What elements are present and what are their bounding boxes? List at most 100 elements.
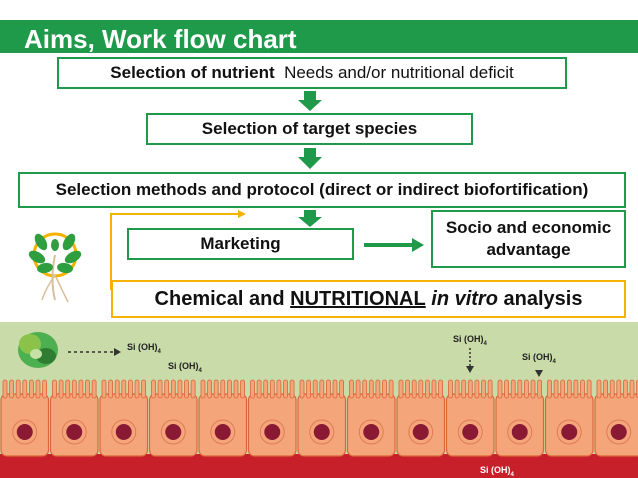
epithelial-cell xyxy=(49,379,99,457)
microvillus xyxy=(289,379,295,399)
microvillus xyxy=(603,379,608,399)
microvillus xyxy=(2,379,8,399)
cell-nucleus xyxy=(462,424,479,440)
si-oh4-label-3: Si (OH)4 xyxy=(453,334,488,347)
epithelial-cell xyxy=(297,379,347,457)
microvillus xyxy=(481,379,486,399)
microvillus xyxy=(151,379,156,399)
cell-nucleus xyxy=(115,424,132,440)
microvillus xyxy=(629,379,635,399)
microvillus xyxy=(431,379,437,399)
microvillus xyxy=(609,379,615,399)
microvillus xyxy=(157,379,163,399)
socio-line-1: Socio and economic xyxy=(445,218,612,237)
epithelial-cell xyxy=(544,379,594,457)
microvillus xyxy=(240,379,246,399)
microvillus xyxy=(164,379,170,399)
microvillus xyxy=(190,379,196,399)
epithelial-cell xyxy=(396,379,446,457)
microvillus xyxy=(405,379,411,399)
epithelial-cell xyxy=(99,379,149,457)
microvillus xyxy=(517,379,523,399)
microvillus xyxy=(213,379,219,399)
microvillus xyxy=(85,379,90,399)
right-arrow-icon xyxy=(364,238,424,252)
cell-nucleus xyxy=(511,424,528,440)
microvillus xyxy=(524,379,529,399)
microvillus xyxy=(127,379,133,399)
microvillus xyxy=(339,379,345,399)
down-arrow-icon xyxy=(535,370,543,377)
intestinal-epithelium-illustration: Si (OH)4 Si (OH)4 Si (OH)4 Si (OH)4 Si (… xyxy=(0,322,638,478)
microvillus xyxy=(22,379,28,399)
epithelial-cell xyxy=(594,379,638,457)
microvillus xyxy=(461,379,467,399)
microvillus xyxy=(586,379,592,399)
microvillus xyxy=(596,379,602,399)
microvillus xyxy=(184,379,189,399)
microvillus xyxy=(504,379,510,399)
microvillus xyxy=(306,379,312,399)
epithelial-cell xyxy=(495,379,545,457)
cell-nucleus xyxy=(313,424,330,440)
si-oh4-label-4: Si (OH)4 xyxy=(522,352,557,365)
microvillus xyxy=(537,379,542,399)
cell-nucleus xyxy=(264,424,281,440)
microvillus xyxy=(58,379,64,399)
microvillus xyxy=(553,379,559,399)
microvillus xyxy=(448,379,453,399)
microvillus xyxy=(256,379,262,399)
right-arrow-icon xyxy=(114,348,121,356)
cell-nucleus xyxy=(412,424,429,440)
analysis-underlined: NUTRITIONAL xyxy=(290,287,426,310)
microvillus xyxy=(101,379,107,399)
epithelial-cell xyxy=(0,379,50,457)
marketing-box: Marketing xyxy=(127,228,354,260)
microvillus xyxy=(299,379,305,399)
microvillus xyxy=(355,379,361,399)
microvillus xyxy=(276,379,282,399)
microvillus xyxy=(547,379,552,399)
cell-nucleus xyxy=(165,424,182,440)
microvillus xyxy=(560,379,566,399)
page-title: Aims, Work flow chart xyxy=(24,24,297,54)
nutritional-analysis-box: Chemical and NUTRITIONAL in vitro analys… xyxy=(111,280,626,318)
microvillus xyxy=(454,379,460,399)
cell-nucleus xyxy=(16,424,33,440)
microvillus xyxy=(78,379,84,399)
microvillus xyxy=(226,379,232,399)
microvillus xyxy=(375,379,381,399)
microvillus xyxy=(250,379,255,399)
epithelial-cell xyxy=(198,379,248,457)
microvillus xyxy=(573,379,579,399)
cell-nucleus xyxy=(214,424,231,440)
down-arrow-icon xyxy=(298,148,322,169)
analysis-part-1: Chemical and xyxy=(154,287,291,310)
microvillus xyxy=(283,379,288,399)
microvillus xyxy=(580,379,585,399)
microvillus xyxy=(474,379,480,399)
microvillus xyxy=(616,379,622,399)
epithelial-cell xyxy=(346,379,396,457)
title-bar xyxy=(0,20,638,53)
microvillus xyxy=(424,379,430,399)
microvillus xyxy=(269,379,275,399)
epithelial-cell xyxy=(148,379,198,457)
cell-nucleus xyxy=(561,424,578,440)
selection-of-nutrient-box: Selection of nutrient Needs and/or nutri… xyxy=(57,57,567,89)
microvillus xyxy=(349,379,354,399)
microvillus xyxy=(177,379,183,399)
microvillus xyxy=(71,379,77,399)
down-arrow-icon xyxy=(298,91,322,111)
microvillus xyxy=(233,379,239,399)
microvillus xyxy=(388,379,394,399)
down-arrow-icon xyxy=(298,210,322,227)
methods-protocol-box: Selection methods and protocol (direct o… xyxy=(18,172,626,208)
laurel-plant-icon xyxy=(28,232,82,303)
microvillus xyxy=(207,379,213,399)
si-oh4-label-1: Si (OH)4 xyxy=(127,342,162,355)
microvillus xyxy=(114,379,120,399)
microvillus xyxy=(362,379,368,399)
microvillus xyxy=(566,379,572,399)
